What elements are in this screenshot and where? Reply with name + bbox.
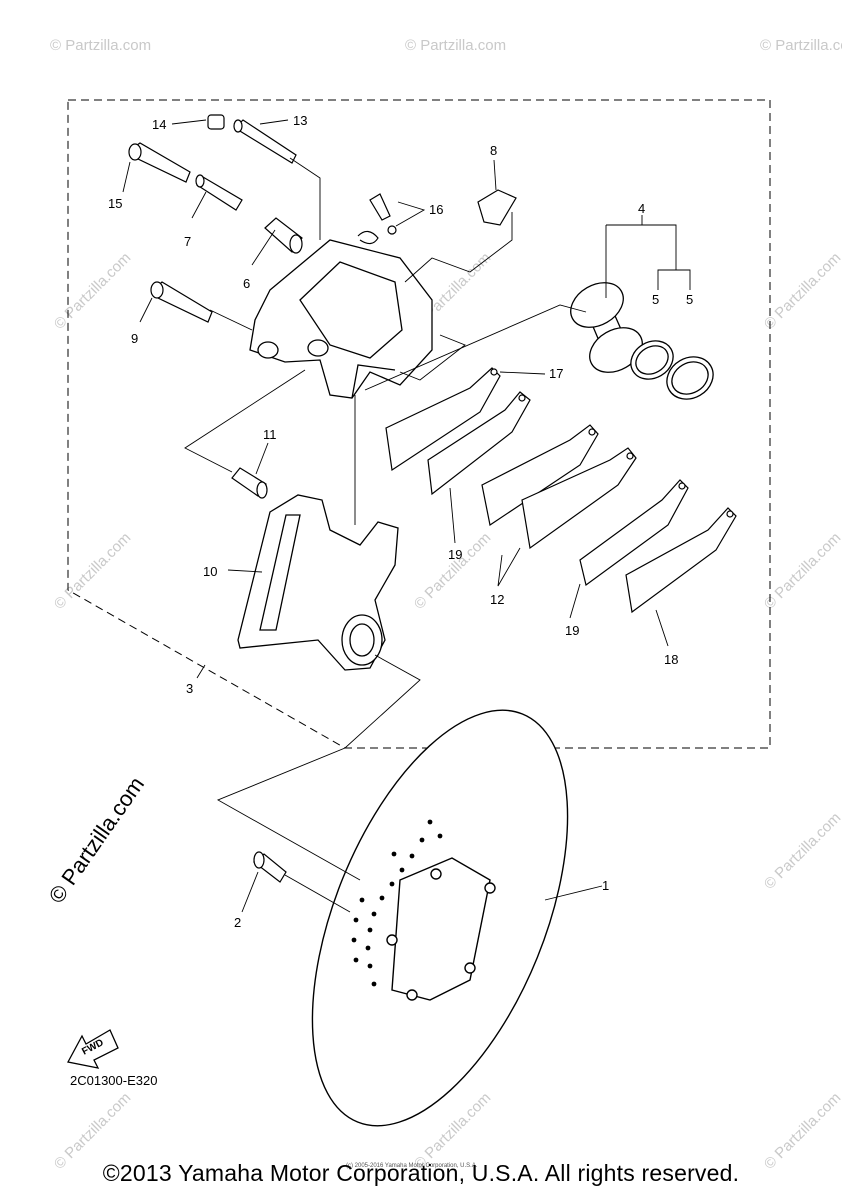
pin-13 bbox=[234, 120, 296, 163]
callout-3: 3 bbox=[186, 681, 193, 696]
watermark-text: © Partzilla.com bbox=[761, 529, 842, 612]
pads-and-shims bbox=[386, 368, 736, 612]
callout-1: 1 bbox=[602, 878, 609, 893]
sleeve-6 bbox=[265, 218, 302, 253]
seal-5a bbox=[624, 333, 680, 386]
callout-6: 6 bbox=[243, 276, 250, 291]
leader-lines bbox=[123, 120, 690, 912]
clip-8 bbox=[478, 190, 516, 225]
bolt-9 bbox=[151, 282, 212, 322]
callout-18: 18 bbox=[664, 652, 678, 667]
phantom-lines bbox=[185, 158, 586, 912]
pin-7 bbox=[196, 175, 242, 210]
pad-12a bbox=[482, 425, 598, 525]
hardware-parts bbox=[129, 115, 516, 498]
callout-14: 14 bbox=[152, 117, 166, 132]
caliper-bracket bbox=[238, 495, 398, 670]
watermark-text: © Partzilla.com bbox=[50, 37, 151, 54]
watermark-large: © Partzilla.com bbox=[44, 772, 150, 908]
piston-4 bbox=[563, 274, 650, 382]
fwd-arrow: FWD bbox=[68, 1030, 118, 1068]
watermark-text: © Partzilla.com bbox=[405, 37, 506, 54]
tiny-copyright: (c) 2005-2016 Yamaha Motor Corporation, … bbox=[346, 1163, 478, 1169]
pad-12b bbox=[522, 448, 636, 548]
footer-copyright: ©2013 Yamaha Motor Corporation, U.S.A. A… bbox=[102, 1160, 740, 1186]
callout-10: 10 bbox=[203, 564, 217, 579]
shim-17 bbox=[386, 368, 500, 470]
callout-4: 4 bbox=[638, 201, 645, 216]
brake-disc bbox=[260, 675, 620, 1162]
callout-7: 7 bbox=[184, 234, 191, 249]
callout-12: 12 bbox=[490, 592, 504, 607]
callout-19b: 19 bbox=[565, 623, 579, 638]
caliper-body bbox=[250, 240, 432, 398]
cap-14 bbox=[208, 115, 224, 129]
callout-9: 9 bbox=[131, 331, 138, 346]
callout-19a: 19 bbox=[448, 547, 462, 562]
callout-17: 17 bbox=[549, 366, 563, 381]
callouts: 1 2 3 4 5 5 6 7 8 9 10 11 12 13 14 15 16… bbox=[108, 113, 693, 930]
callout-16: 16 bbox=[429, 202, 443, 217]
watermark-text: © Partzilla.com bbox=[51, 529, 134, 612]
callout-15: 15 bbox=[108, 196, 122, 211]
callout-11: 11 bbox=[263, 427, 277, 442]
pad-19b bbox=[580, 480, 688, 585]
watermark-text: © Partzilla.com bbox=[760, 37, 842, 54]
seal-5b bbox=[659, 349, 721, 408]
watermark-text: © Partzilla.com bbox=[51, 249, 134, 332]
disc-bolt-2 bbox=[254, 852, 286, 882]
watermark-text: © Partzilla.com bbox=[411, 529, 494, 612]
callout-8: 8 bbox=[490, 143, 497, 158]
callout-2: 2 bbox=[234, 915, 241, 930]
watermark-text: © Partzilla.com bbox=[761, 249, 842, 332]
bleed-screw-16 bbox=[358, 194, 396, 244]
disc-holes bbox=[351, 819, 443, 987]
boot-11 bbox=[232, 468, 267, 498]
diagram-code: 2C01300-E320 bbox=[70, 1073, 158, 1088]
pad-19a bbox=[428, 392, 530, 494]
piston-and-seals bbox=[563, 274, 721, 408]
callout-5b: 5 bbox=[686, 292, 693, 307]
bolt-15 bbox=[129, 143, 190, 182]
caliper-assembly-outline bbox=[68, 100, 770, 748]
shim-18 bbox=[626, 508, 736, 612]
watermark-text: © Partzilla.com bbox=[761, 809, 842, 892]
callout-13: 13 bbox=[293, 113, 307, 128]
callout-5a: 5 bbox=[652, 292, 659, 307]
